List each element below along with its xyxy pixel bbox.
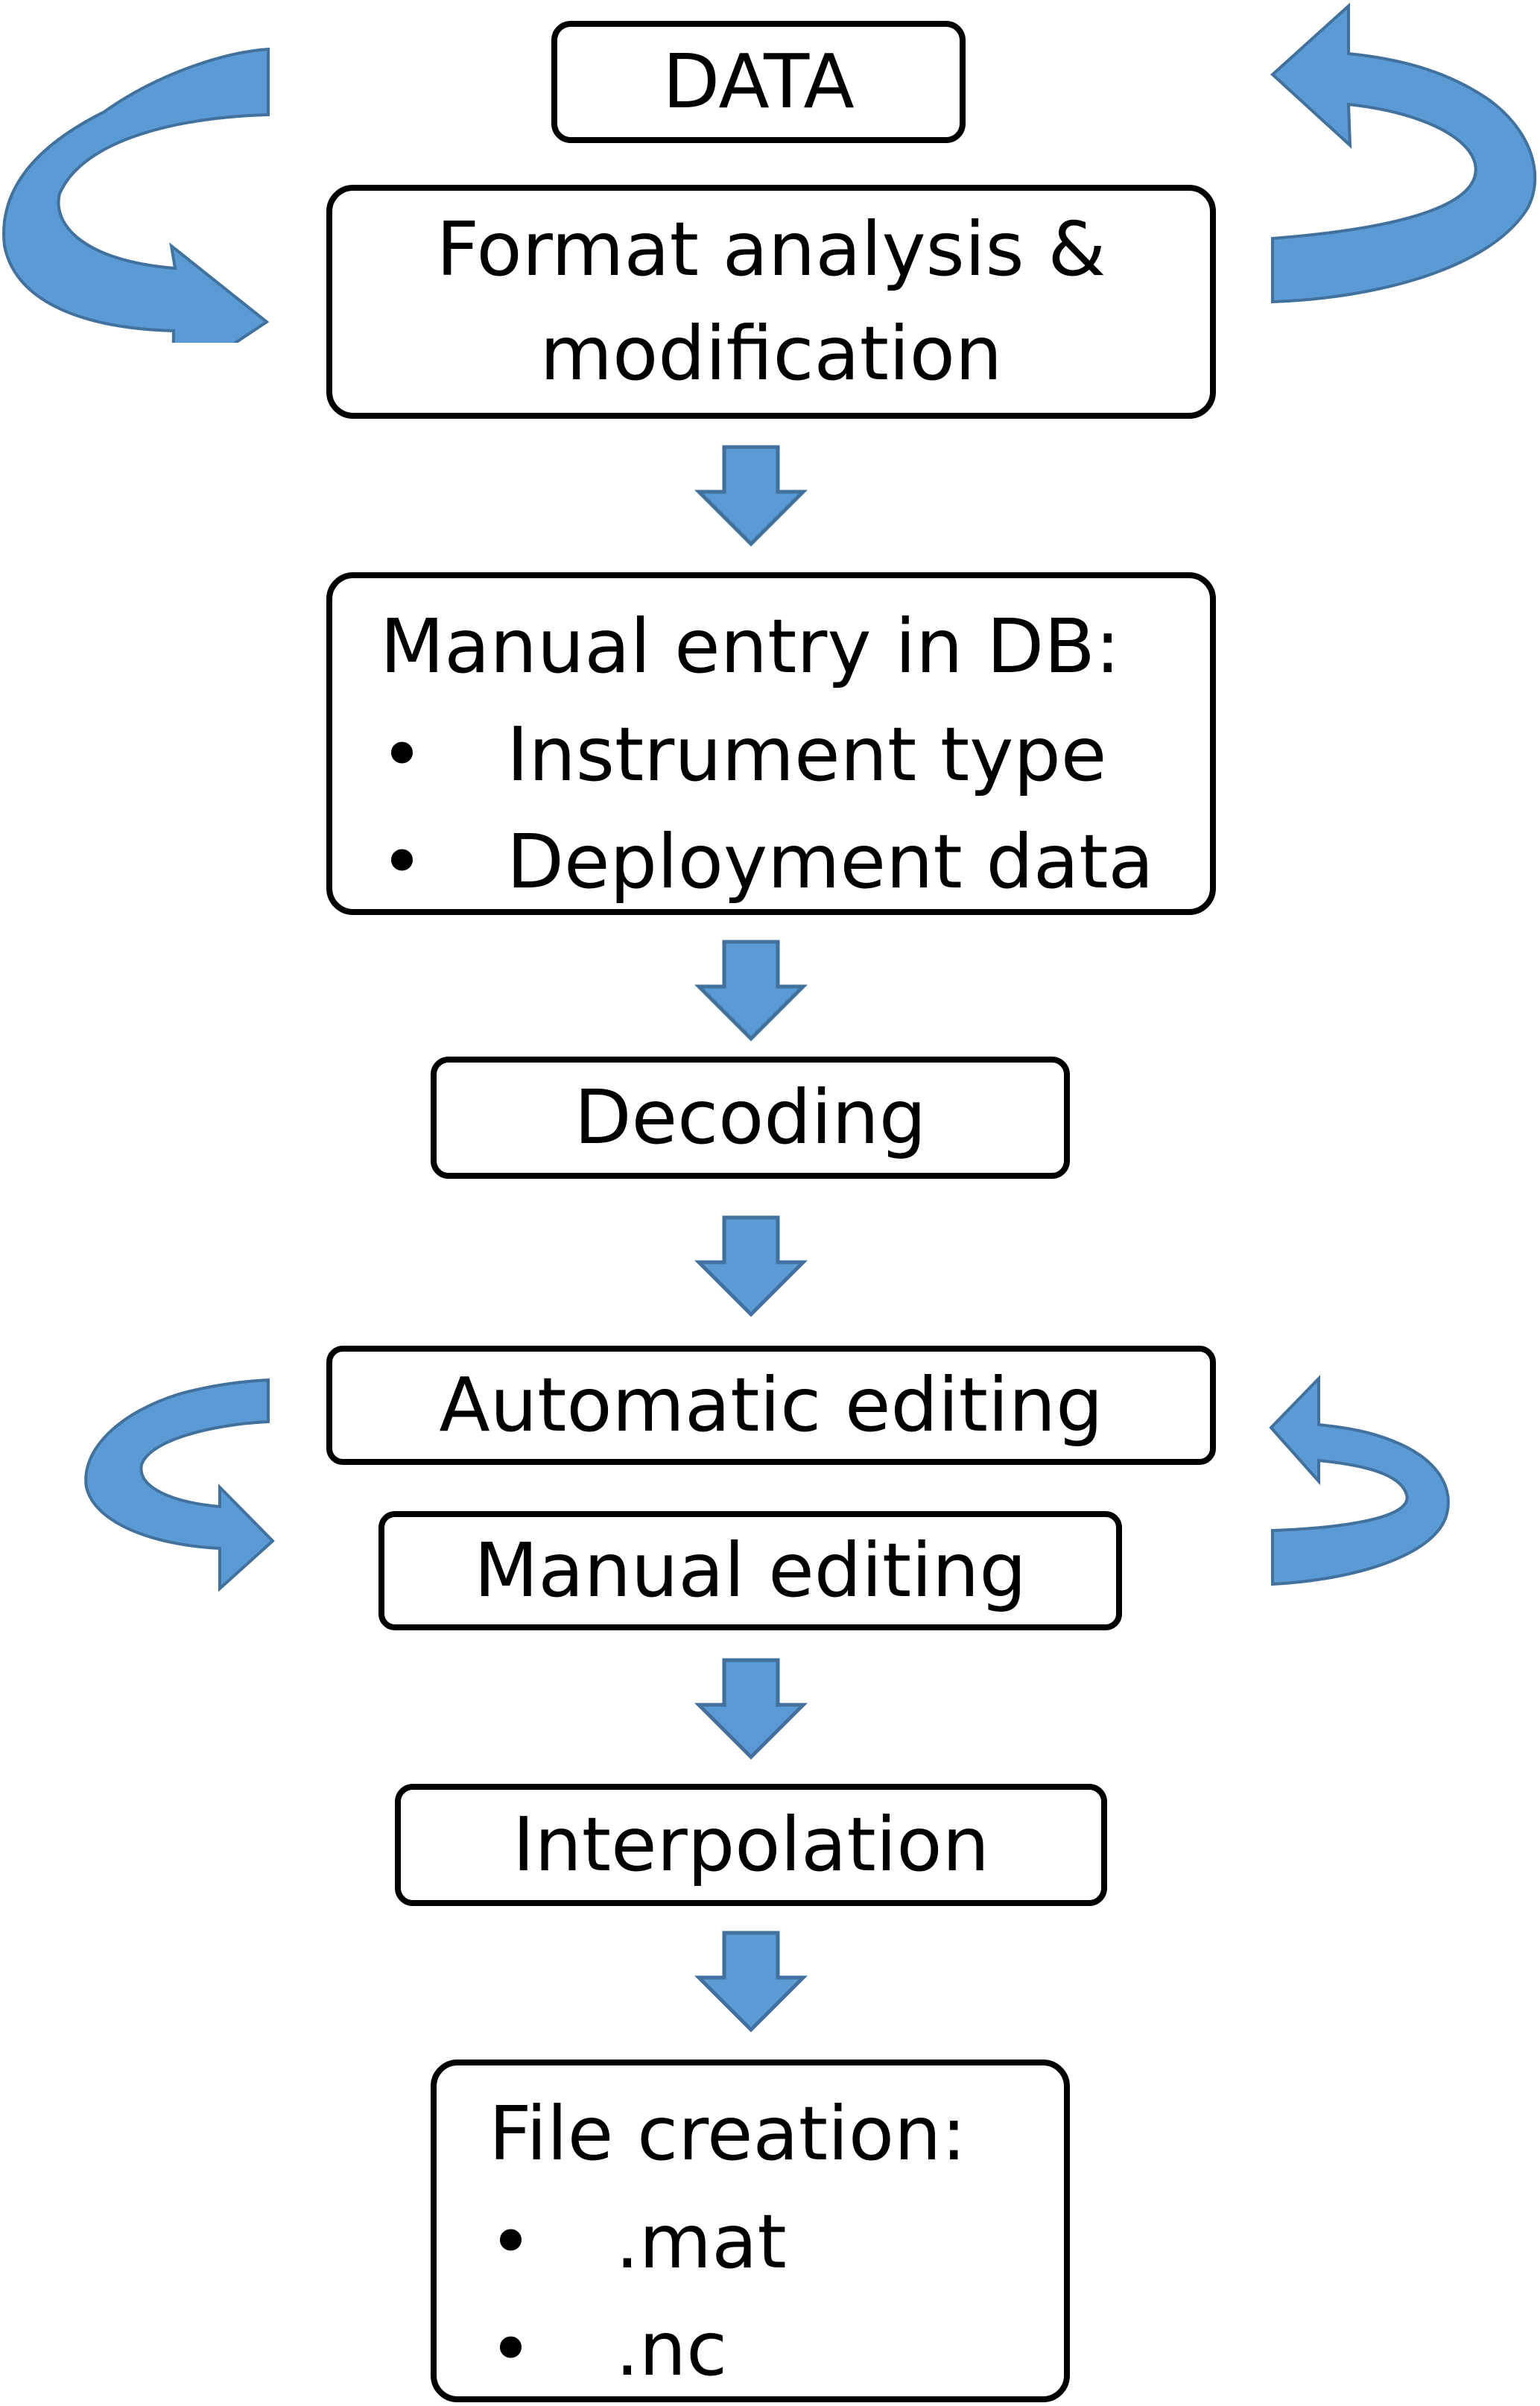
bullet-icon: •	[380, 710, 424, 798]
loop-arrow-icon	[0, 45, 276, 343]
step-file-creation: File creation: • .mat • .nc	[431, 2060, 1070, 2402]
step-format-analysis-label: Format analysis & modification	[436, 206, 1106, 397]
loop-arrow-icon	[1267, 1370, 1454, 1593]
loop-arrow-icon	[82, 1375, 277, 1592]
step-automatic-editing-label: Automatic editing	[439, 1361, 1103, 1449]
list-item-label: Deployment data	[507, 817, 1154, 905]
step-decoding: Decoding	[431, 1057, 1070, 1179]
loop-arrow-icon	[1267, 0, 1540, 350]
step-interpolation: Interpolation	[395, 1784, 1107, 1906]
down-arrow-icon	[694, 1657, 808, 1761]
down-arrow-icon	[694, 939, 808, 1043]
down-arrow-icon	[694, 1930, 808, 2034]
step-manual-editing-label: Manual editing	[474, 1527, 1027, 1614]
list-item-label: .nc	[615, 2305, 728, 2393]
step-interpolation-label: Interpolation	[513, 1801, 989, 1888]
step-data: DATA	[551, 21, 966, 143]
step-decoding-label: Decoding	[574, 1074, 927, 1161]
list-item: • .mat	[489, 2188, 1064, 2295]
list-item: • .nc	[489, 2295, 1064, 2402]
down-arrow-icon	[694, 1215, 808, 1319]
down-arrow-icon	[694, 444, 808, 548]
list-item: • Instrument type	[380, 700, 1210, 808]
bullet-icon: •	[489, 2305, 533, 2393]
step-manual-editing: Manual editing	[378, 1511, 1122, 1630]
step-automatic-editing: Automatic editing	[326, 1346, 1216, 1465]
list-item-label: .mat	[615, 2197, 787, 2285]
list-item-label: Instrument type	[507, 710, 1107, 798]
step-data-label: DATA	[662, 38, 855, 125]
bullet-icon: •	[380, 817, 424, 905]
bullet-icon: •	[489, 2197, 533, 2285]
step-manual-entry-heading: Manual entry in DB:	[380, 603, 1121, 690]
list-item: • Deployment data	[380, 808, 1210, 915]
step-file-creation-heading: File creation:	[489, 2090, 967, 2177]
step-manual-entry: Manual entry in DB: • Instrument type • …	[326, 572, 1216, 915]
step-format-analysis: Format analysis & modification	[326, 185, 1216, 419]
